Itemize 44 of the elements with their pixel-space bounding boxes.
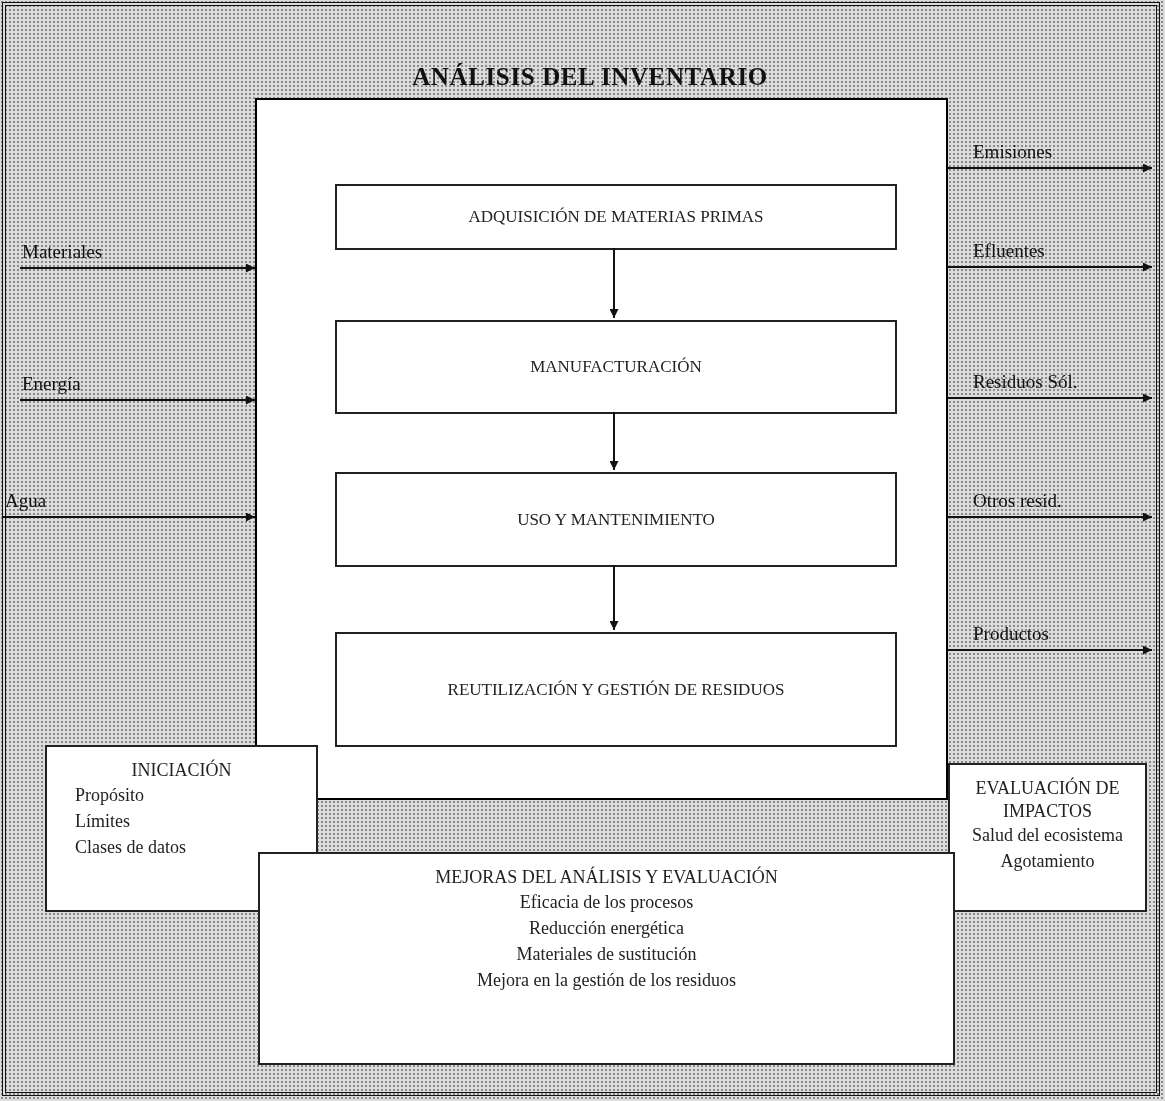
box-text: Mejora en la gestión de los residuos (477, 968, 736, 992)
box-text: Límites (75, 809, 130, 833)
boundary-box (255, 98, 948, 800)
edge-label: Otros resid. (973, 489, 1062, 513)
arrow (2, 512, 256, 522)
stage-label: USO Y MANTENIMIENTO (517, 508, 715, 531)
process-box (335, 320, 897, 414)
process-box (45, 745, 318, 912)
box-text: Salud del ecosistema (972, 824, 1123, 847)
box-text: Eficacia de los procesos (519, 890, 694, 914)
arrow (19, 263, 256, 273)
arrow (947, 163, 1153, 173)
arrow (947, 393, 1153, 403)
process-box (335, 632, 897, 747)
arrow (19, 395, 256, 405)
arrow (947, 512, 1153, 522)
arrow (609, 411, 619, 471)
arrow (947, 645, 1153, 655)
box-text: Clases de datos (75, 835, 186, 859)
stage-label: ADQUISICIÓN DE MATERIAS PRIMAS (468, 206, 764, 229)
box-heading: INICIACIÓN (131, 759, 232, 782)
box-text: Reducción energética (528, 916, 685, 940)
edge-label: Emisiones (973, 140, 1053, 164)
edge-label: Agua (5, 489, 47, 513)
diagram-title: ANÁLISIS DEL INVENTARIO (411, 62, 769, 92)
process-box (335, 184, 897, 250)
box-heading: MEJORAS DEL ANÁLISIS Y EVALUACIÓN (435, 866, 778, 889)
arrow (947, 262, 1153, 272)
process-box (335, 472, 897, 567)
box-heading: EVALUACIÓN DE IMPACTOS (974, 777, 1121, 822)
edge-label: Efluentes (973, 239, 1045, 263)
arrow (609, 247, 619, 319)
stage-label: REUTILIZACIÓN Y GESTIÓN DE RESIDUOS (447, 678, 785, 701)
stage-label: MANUFACTURACIÓN (530, 356, 702, 379)
edge-label: Materiales (22, 240, 103, 264)
box-text: Agotamiento (1000, 850, 1095, 874)
process-box (258, 852, 955, 1065)
box-text: Materiales de sustitución (516, 942, 697, 966)
edge-label: Energía (22, 372, 81, 396)
box-text: Propósito (75, 783, 144, 807)
process-box (948, 763, 1147, 912)
edge-label: Productos (973, 622, 1049, 646)
edge-label: Residuos Sól. (973, 370, 1078, 394)
arrow (609, 564, 619, 631)
